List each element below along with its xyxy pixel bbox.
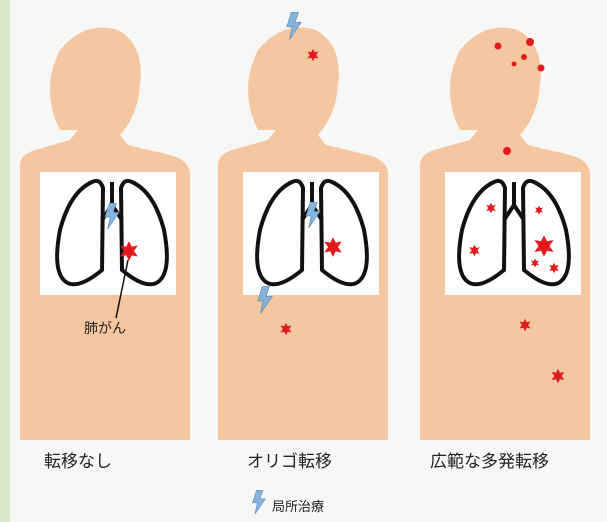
metastasis-dot	[526, 38, 534, 46]
figure-extensive-metastasis	[420, 28, 590, 441]
metastasis-dot	[503, 147, 511, 155]
figure-oligo-metastasis	[218, 13, 388, 441]
lung-cancer-label: 肺がん	[84, 318, 126, 338]
metastasis-dot	[512, 62, 517, 67]
caption-extensive-metastasis: 広範な多発転移	[430, 447, 549, 472]
metastasis-dot	[495, 43, 502, 50]
metastasis-dot	[538, 65, 545, 72]
caption-no-metastasis: 転移なし	[44, 447, 112, 472]
legend-label: 局所治療	[272, 496, 324, 515]
left-border	[0, 0, 10, 522]
caption-oligo-metastasis: オリゴ転移	[247, 447, 332, 472]
metastasis-dot	[521, 54, 527, 60]
figure-no-metastasis	[20, 28, 190, 441]
legend-lightning-bolt-icon	[253, 490, 266, 514]
